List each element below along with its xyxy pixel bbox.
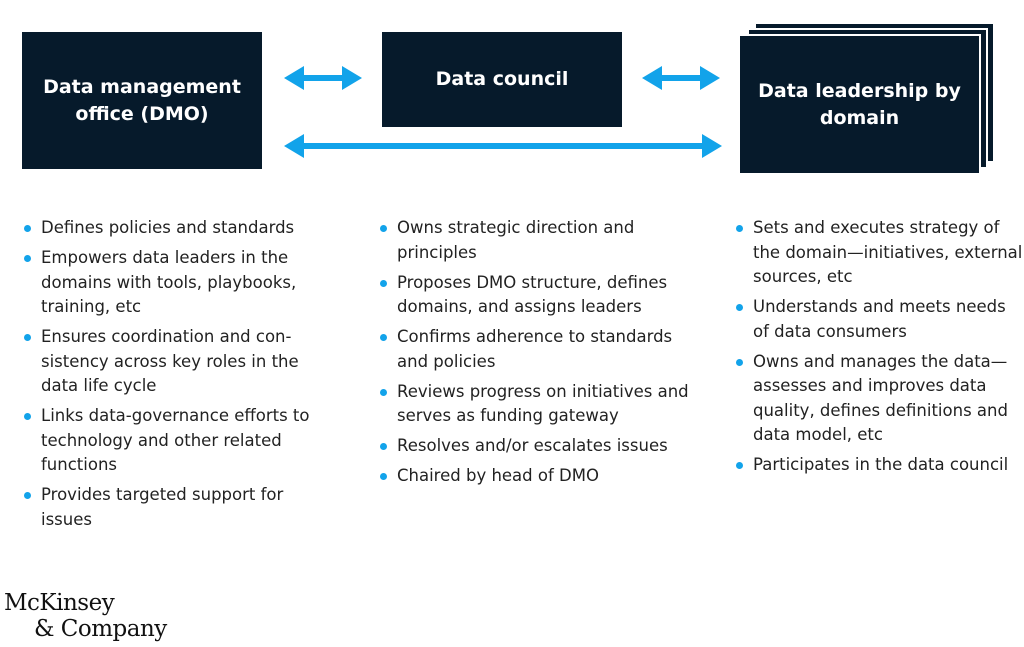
council-responsibilities-list: Owns strategic direction and principles …: [378, 216, 698, 494]
arrow-council-domain: [642, 66, 720, 90]
bullet-dot-icon: [380, 279, 387, 287]
list-item: Proposes DMO structure, defines domains,…: [378, 271, 698, 320]
logo-line-1: McKinsey: [4, 590, 115, 616]
list-item: Owns and manages the data—assesses and i…: [734, 350, 1024, 448]
list-item: Owns strategic direction and principles: [378, 216, 698, 265]
bullet-dot-icon: [24, 225, 31, 232]
list-item: Participates in the data council: [734, 453, 1024, 478]
bullet-dot-icon: [380, 225, 387, 232]
bullet-dot-icon: [736, 225, 743, 232]
logo-line-2: & Company: [34, 616, 167, 642]
domain-responsibilities-list: Sets and executes strategy of the domain…: [734, 216, 1024, 483]
list-item: Sets and executes strategy of the domain…: [734, 216, 1024, 290]
list-item: Empowers data leaders in the domains wit…: [22, 246, 322, 320]
dmo-box: Data management office (DMO): [22, 32, 262, 169]
bullet-dot-icon: [24, 255, 31, 262]
domain-box-label: Data leadership by domain: [758, 79, 961, 129]
list-item: Defines policies and standards: [22, 216, 322, 241]
arrow-dmo-domain: [284, 134, 722, 158]
bullet-dot-icon: [380, 334, 387, 341]
dmo-box-label: Data management office (DMO): [43, 75, 241, 125]
dmo-responsibilities-list: Defines policies and standards Empowers …: [22, 216, 322, 538]
mckinsey-logo: McKinsey & Company: [4, 590, 167, 642]
arrow-dmo-council: [284, 66, 362, 90]
bullet-dot-icon: [380, 473, 387, 480]
bullet-dot-icon: [380, 443, 387, 450]
domain-box: Data leadership by domain: [738, 34, 981, 175]
list-item: Provides targeted support for issues: [22, 483, 322, 532]
bullet-dot-icon: [736, 358, 743, 366]
list-item: Resolves and/or escalates issues: [378, 434, 698, 459]
list-item: Links data-governance efforts to technol…: [22, 404, 322, 478]
bullet-dot-icon: [736, 304, 743, 311]
council-box-label: Data council: [435, 68, 569, 90]
list-item: Confirms adherence to standards and poli…: [378, 325, 698, 374]
bullet-dot-icon: [24, 413, 31, 420]
list-item: Chaired by head of DMO: [378, 464, 698, 489]
list-item: Ensures coordination and con-sistency ac…: [22, 325, 322, 399]
bullet-dot-icon: [24, 334, 31, 341]
bullet-dot-icon: [380, 388, 387, 396]
council-box: Data council: [382, 32, 622, 127]
bullet-dot-icon: [24, 492, 31, 499]
bullet-dot-icon: [736, 462, 743, 469]
list-item: Reviews progress on initiatives and serv…: [378, 380, 698, 429]
list-item: Understands and meets needs of data cons…: [734, 295, 1024, 344]
